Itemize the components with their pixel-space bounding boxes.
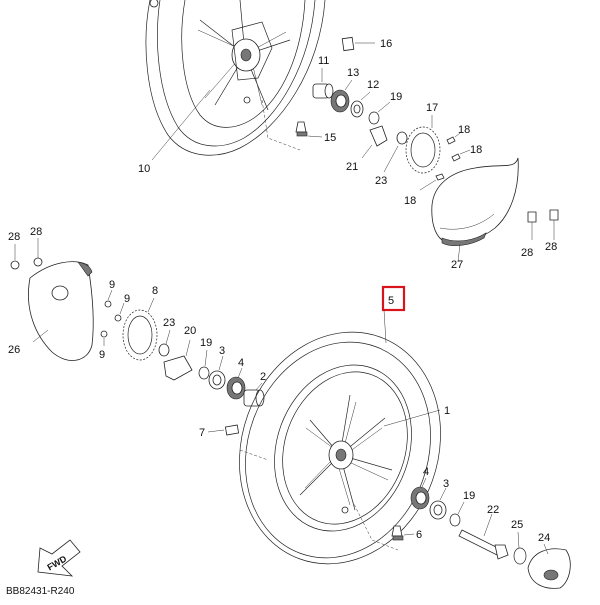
callout-16: 16 <box>380 38 392 50</box>
part-18-bolts <box>419 132 471 191</box>
callout-19-lower-left: 19 <box>200 337 212 349</box>
callout-25: 25 <box>511 519 523 531</box>
callout-28-b: 28 <box>30 226 42 238</box>
callout-9-b: 9 <box>124 293 130 305</box>
part-27-cover <box>431 157 559 263</box>
callout-21: 21 <box>346 161 358 173</box>
part-16-weight <box>341 36 375 52</box>
callout-3-right: 3 <box>443 478 449 490</box>
callout-4-right: 4 <box>423 466 429 478</box>
callout-27: 27 <box>451 259 463 271</box>
callout-18-c: 18 <box>404 195 416 207</box>
part-6-valve <box>391 525 415 541</box>
lower-left-bearing-stack <box>198 349 265 407</box>
callout-18-a: 18 <box>458 124 470 136</box>
callout-26: 26 <box>8 344 20 356</box>
lower-wheel-assembly <box>239 331 441 565</box>
callout-12: 12 <box>367 79 379 91</box>
callout-8: 8 <box>152 285 158 297</box>
callout-4-left: 4 <box>238 357 244 369</box>
callout-6: 6 <box>416 529 422 541</box>
fwd-arrow-icon <box>37 539 81 577</box>
callout-28-c: 28 <box>521 247 533 259</box>
callout-11: 11 <box>318 55 329 67</box>
callout-20: 20 <box>184 325 196 337</box>
callout-5: 5 <box>388 295 394 307</box>
callout-18-b: 18 <box>470 144 482 156</box>
callout-10: 10 <box>138 163 150 175</box>
callout-17: 17 <box>426 102 438 114</box>
callout-22: 22 <box>487 504 499 516</box>
callout-15: 15 <box>324 132 336 144</box>
callout-19-lower-right: 19 <box>463 490 475 502</box>
part-12-seal <box>350 91 371 118</box>
part-21-23-upper <box>361 125 408 173</box>
part-11-collar <box>312 68 334 99</box>
callout-2: 2 <box>260 371 266 383</box>
part-9-bolts <box>100 289 125 346</box>
part-22-axle <box>458 513 509 560</box>
part-7-weight <box>207 424 240 436</box>
lower-right-bearing-stack <box>410 477 465 527</box>
callout-23-lower: 23 <box>163 317 175 329</box>
leader-part-5 <box>383 309 387 344</box>
callout-19-upper: 19 <box>390 91 402 103</box>
part-15-valve <box>295 121 323 138</box>
callout-23-upper: 23 <box>375 175 387 187</box>
part-26-cover <box>10 238 94 361</box>
upper-wheel-assembly <box>145 0 326 161</box>
part-20-23-lower <box>158 329 193 381</box>
callout-13: 13 <box>347 67 359 79</box>
callout-24: 24 <box>538 532 550 544</box>
callout-9-c: 9 <box>99 349 105 361</box>
part-13-bearing <box>330 79 353 113</box>
callout-3-left: 3 <box>219 345 225 357</box>
part-25-washer <box>513 531 527 565</box>
part-19-circlip-upper <box>368 101 391 125</box>
callout-28-d: 28 <box>545 241 557 253</box>
drawing-code: BB82431-R240 <box>6 586 75 597</box>
part-24-cap <box>527 543 571 589</box>
callout-28-a: 28 <box>8 231 20 243</box>
part-17-disc <box>405 115 441 174</box>
highlight-box-part-5 <box>381 285 406 312</box>
callout-7: 7 <box>199 427 205 439</box>
callout-1: 1 <box>444 405 450 417</box>
part-8-disc <box>122 297 158 361</box>
callout-9-a: 9 <box>109 279 115 291</box>
